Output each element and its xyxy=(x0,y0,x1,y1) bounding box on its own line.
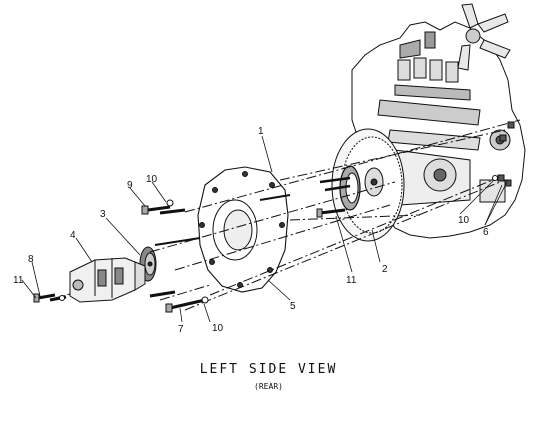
callout-1: 1 xyxy=(258,126,264,137)
callout-leaders xyxy=(21,135,509,323)
callout-11-left: 11 xyxy=(13,275,24,286)
view-title: LEFT SIDE VIEW xyxy=(199,362,338,377)
callout-4: 4 xyxy=(70,230,76,241)
view-subtitle: (REAR) xyxy=(254,382,283,391)
callout-labels: 1 2 3 4 5 6 7 8 9 10 10 10 11 11 xyxy=(13,126,489,335)
callout-11-center: 11 xyxy=(346,275,357,286)
callout-6: 6 xyxy=(483,227,489,238)
callout-3: 3 xyxy=(100,209,106,220)
callout-7: 7 xyxy=(178,324,184,335)
callout-10-lower: 10 xyxy=(212,323,224,334)
callout-5: 5 xyxy=(290,301,296,312)
callout-10-upper: 10 xyxy=(146,174,158,185)
flywheel xyxy=(331,128,405,242)
hydraulic-pump xyxy=(69,257,146,303)
callout-2: 2 xyxy=(382,264,388,275)
callout-10-right: 10 xyxy=(458,215,470,226)
callout-8: 8 xyxy=(28,254,34,265)
callout-9: 9 xyxy=(127,180,133,191)
